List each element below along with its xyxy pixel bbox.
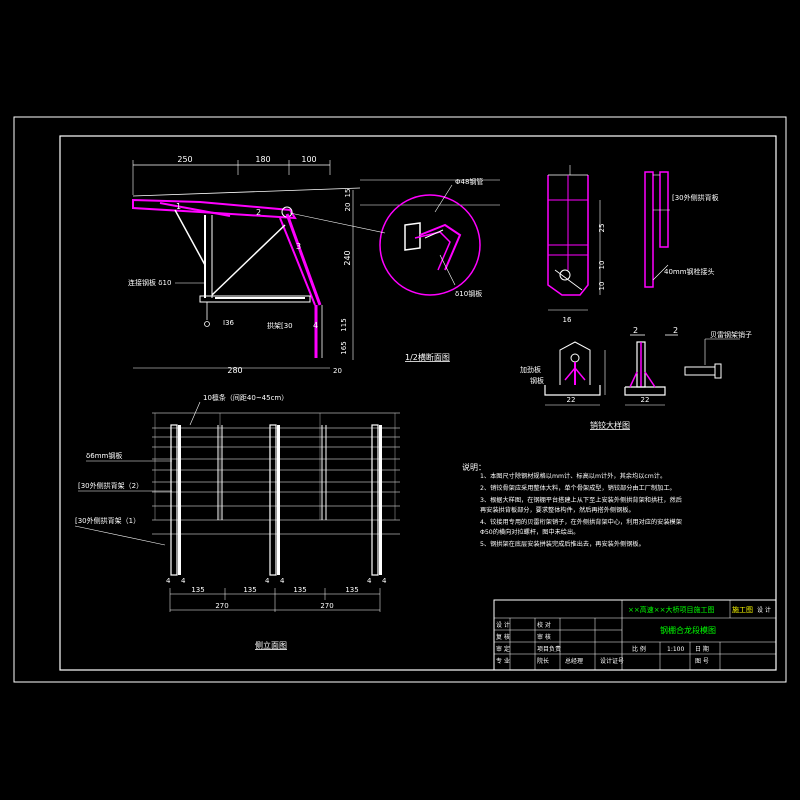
elevation-title: 侧立面图 <box>255 640 287 650</box>
hinge-dim-2: 10 <box>598 261 606 270</box>
note-5: 5、钢拱架在底层安装拼装完成后推出去，再安装外侧钢板。 <box>480 540 645 548</box>
tb-scale-label: 比 例 <box>632 645 646 653</box>
part-4: 4 <box>313 321 318 330</box>
elev-dim-large-1: 270 <box>215 602 228 610</box>
hinge-dim-base-1: 22 <box>567 396 576 404</box>
label-arch2: [30外侧拱背架（2） <box>78 481 143 490</box>
label-connect-plate: 连接钢板 δ10 <box>128 278 171 287</box>
hinge-dim-1: 25 <box>598 224 606 233</box>
hinge-title: 销铰大样图 <box>590 420 630 430</box>
hinge-dim-width: 16 <box>563 316 572 324</box>
elev-mark-3: 4 <box>265 577 270 585</box>
dim-right-4: 115 <box>340 318 348 331</box>
tb-drawing-name: 钢棚合龙段模图 <box>660 625 716 635</box>
hinge-dim-3: 10 <box>598 282 606 291</box>
tb-stage: 施工图 <box>732 605 753 614</box>
inner-frame <box>59 135 777 671</box>
label-purlin: 10檩条（间距40~45cm） <box>203 393 288 402</box>
label-brace: 拱架[30 <box>267 321 293 330</box>
note-3: 3、根据大样图，在钢棚平台搭建上从下至上安装外侧拱背架和拱柱，然后 <box>480 496 682 504</box>
section-mark-a: 2 <box>633 326 638 335</box>
tb-r4c5: 设计证号 <box>600 657 624 665</box>
dim-bottom: 280 <box>227 366 242 375</box>
title-block: ××高速××大桥项目施工图 施工图 设 计 钢棚合龙段模图 设 计 校 对 复 … <box>493 599 777 671</box>
label-arch1: [30外侧拱背架（1） <box>75 516 140 525</box>
elev-dim-small-2: 135 <box>243 586 256 594</box>
dim-top-1: 250 <box>177 155 192 164</box>
tb-r4c4: 总经理 <box>565 657 583 665</box>
note-2: 2、销铰骨架应采用整体大料，单个骨架成型，销铰部分由工厂制加工。 <box>480 484 676 492</box>
elev-mark-6: 4 <box>382 577 387 585</box>
dim-right-3: 240 <box>343 250 352 265</box>
notes-heading: 说明： <box>462 462 486 472</box>
dim-right-1: 15 <box>344 189 352 198</box>
tb-r1c1: 设 计 <box>496 621 510 629</box>
elev-dim-large-2: 270 <box>320 602 333 610</box>
dim-top-3: 100 <box>301 155 316 164</box>
hinge-dim-base-2: 22 <box>641 396 650 404</box>
tb-r4c3: 院长 <box>537 657 549 665</box>
note-4b: Φ50的横向对拉螺杆，图中未绘出。 <box>480 528 579 536</box>
section-title: 1/2横断面图 <box>405 352 450 362</box>
dim-bottom-small: 20 <box>333 367 342 375</box>
elev-dim-small-3: 135 <box>293 586 306 594</box>
label-base: 钢板 <box>530 376 544 385</box>
label-pipe: Φ48钢管 <box>455 177 483 186</box>
tb-r1c3: 校 对 <box>537 621 551 629</box>
note-1: 1、本图尺寸除钢材规格以mm计、标高以m计外，其余均以cm计。 <box>480 472 666 480</box>
tb-r2c3: 审 核 <box>537 633 551 641</box>
tb-project: ××高速××大桥项目施工图 <box>628 605 714 614</box>
part-3: 3 <box>296 242 301 251</box>
label-stiffener: 加劲板 <box>520 365 541 374</box>
note-4: 4、铰接用专用的贝雷桁架销子，在外侧拱背架中心，利用对应的安装模架 <box>480 518 682 526</box>
part-2: 2 <box>256 208 261 217</box>
tb-design-label: 设 计 <box>757 606 771 614</box>
part-1: 1 <box>176 202 181 211</box>
notes: 说明： 1、本图尺寸除钢材规格以mm计、标高以m计外，其余均以cm计。 2、销铰… <box>462 462 682 548</box>
dim-right-5: 165 <box>340 341 348 354</box>
label-bolt: 贝雷钢架销子 <box>710 330 752 339</box>
dim-right-2: 20 <box>344 203 352 212</box>
label-plate: δ10钢板 <box>455 289 482 298</box>
dim-top-2: 180 <box>255 155 270 164</box>
tb-r2c1: 复 核 <box>496 633 510 641</box>
elev-dim-small-4: 135 <box>345 586 358 594</box>
elev-dim-small-1: 135 <box>191 586 204 594</box>
detail-circle <box>379 194 481 296</box>
section-mark-b: 2 <box>673 326 678 335</box>
elev-mark-5: 4 <box>367 577 372 585</box>
label-i-beam: I36 <box>223 319 235 327</box>
outer-frame <box>13 116 787 683</box>
label-steel: δ6mm钢板 <box>86 451 122 460</box>
tb-r3c1: 审 定 <box>496 645 510 653</box>
section-view: 250 180 100 15 20 240 115 165 <box>128 155 500 375</box>
label-pin: 40mm钢栓接头 <box>664 267 715 276</box>
elev-mark-1: 4 <box>166 577 171 585</box>
elevation-view: 10檩条（间距40~45cm） δ6mm钢板 [30外侧拱背架（2） [30外侧… <box>74 393 400 650</box>
hinge-detail: 25 10 10 16 [30外侧拱背板 40mm钢栓接头 加劲板 钢板 22 … <box>520 165 752 430</box>
tb-sheet-label: 日 期 <box>695 645 709 653</box>
tb-r3c3: 项目负责 <box>537 645 561 653</box>
label-channel: [30外侧拱背板 <box>672 193 719 202</box>
tb-scale-value: 1:100 <box>667 646 684 653</box>
elev-mark-2: 4 <box>181 577 186 585</box>
note-3b: 再安装拱背板部分，要求整体构件，然后再搭外侧钢板。 <box>480 506 635 514</box>
tb-sheet-no-label: 图 号 <box>695 658 709 665</box>
elev-mark-4: 4 <box>280 577 285 585</box>
tb-r4c1: 专 业 <box>496 657 510 665</box>
